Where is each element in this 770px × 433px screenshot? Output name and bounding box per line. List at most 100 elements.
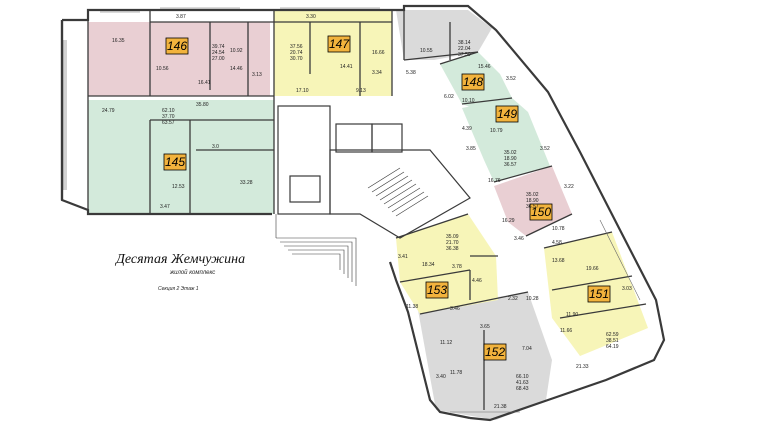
- room-area: 3.46: [514, 236, 524, 242]
- room-area: 10.79: [490, 128, 503, 134]
- svg-text:145: 145: [165, 155, 185, 169]
- room-area: 14.46: [230, 66, 243, 72]
- apt-total: 36.57: [504, 162, 517, 168]
- apt-total: 27.00: [212, 56, 225, 62]
- room-area: 3.65: [480, 324, 490, 330]
- room-area: 3.47: [160, 204, 170, 210]
- apartment-label: 151: [587, 285, 611, 303]
- apt-total: 21.70: [446, 240, 459, 246]
- entrance-steps: [275, 214, 357, 286]
- apt-total: 64.19: [606, 344, 619, 350]
- apartment-label: 148: [461, 73, 485, 91]
- room-area: 3.52: [506, 76, 516, 82]
- plan-title: Десятая Жемчужина: [116, 252, 246, 267]
- apt-150-fill: [494, 166, 572, 236]
- room-area: 16.76: [488, 178, 501, 184]
- room-area: 10.28: [526, 296, 539, 302]
- interior-walls: [87, 10, 647, 410]
- apt-149-fill: [462, 98, 550, 182]
- apartment-label: 152: [483, 343, 507, 361]
- room-area: 19.66: [586, 266, 599, 272]
- room-area: 16.29: [502, 218, 515, 224]
- room-area: 16.66: [372, 50, 385, 56]
- svg-text:146: 146: [167, 39, 187, 53]
- apartment-label: 145: [163, 153, 187, 171]
- room-area: 11.66: [560, 328, 572, 334]
- svg-text:152: 152: [485, 345, 505, 359]
- apartment-label: 153: [425, 281, 449, 299]
- apartment-label: 150: [529, 203, 553, 221]
- room-area: 3.78: [452, 264, 462, 270]
- room-area: 10.55: [420, 48, 433, 54]
- room-area: 13.68: [552, 258, 565, 264]
- svg-text:153: 153: [427, 283, 447, 297]
- svg-text:148: 148: [463, 75, 483, 89]
- room-area: 4.46: [472, 278, 482, 284]
- apt-total: 66.10: [516, 374, 529, 380]
- room-area: 14.41: [340, 64, 353, 70]
- room-area: 3.34: [372, 70, 382, 76]
- apt-total: 30.70: [290, 56, 303, 62]
- room-area: 16.41: [198, 80, 211, 86]
- room-area: 10.78: [552, 226, 565, 232]
- apt-total: 38.51: [606, 338, 619, 344]
- room-area: 21.33: [576, 364, 589, 370]
- apt-153-fill: [396, 214, 498, 314]
- svg-text:149: 149: [497, 107, 517, 121]
- section-floor-label: Секция 2 Этаж 1: [158, 286, 199, 292]
- apt-total: 18.90: [504, 156, 517, 162]
- room-area: 7.04: [522, 346, 532, 352]
- room-area: 2.32: [508, 296, 518, 302]
- svg-text:151: 151: [589, 287, 609, 301]
- room-area: 4.58: [552, 240, 562, 246]
- room-area: 11.78: [450, 370, 462, 376]
- room-area: 17.10: [296, 88, 309, 94]
- room-area: 3.85: [466, 146, 476, 152]
- stair-hall: [329, 149, 471, 239]
- apartment-label: 149: [495, 105, 519, 123]
- apt-total: 37.56: [290, 44, 303, 50]
- stair-treads: [367, 167, 429, 217]
- apt-total: 37.70: [162, 114, 175, 120]
- apartment-totals: 39.74 24.54 27.00 37.56 20.74 30.70 38.1…: [162, 40, 619, 392]
- apt-total: 41.63: [516, 380, 529, 386]
- apt-total: 39.74: [212, 44, 225, 50]
- room-area: 6.02: [444, 94, 454, 100]
- apt-total: 35.09: [446, 234, 459, 240]
- room-area: 35.80: [196, 102, 209, 108]
- room-area: 3.40: [436, 374, 446, 380]
- svg-text:150: 150: [531, 205, 551, 219]
- room-area: 15.46: [478, 64, 491, 70]
- room-area: 3.87: [176, 14, 186, 20]
- apt-total: 36.38: [446, 246, 459, 252]
- room-area: 3.41: [398, 254, 408, 260]
- apt-total: 62.59: [606, 332, 619, 338]
- apt-total: 62.10: [162, 108, 175, 114]
- building-core: [277, 105, 471, 239]
- apt-total: 35.02: [526, 192, 539, 198]
- plan-subtitle: жилой комплекс: [170, 270, 216, 276]
- room-area: 24.79: [102, 108, 115, 114]
- apt-total: 18.90: [526, 198, 539, 204]
- apt-total: 36.57: [526, 204, 539, 210]
- elevator-shaft-left: [335, 123, 373, 153]
- apt-total: 37.50: [458, 52, 471, 58]
- room-area: 12.53: [172, 184, 185, 190]
- elevator-shaft-right: [371, 123, 403, 153]
- room-area: 11.38: [406, 304, 418, 310]
- room-area: 3.30: [306, 14, 316, 20]
- apartment-labels: 146 147 148 149 150 145 151 152 153: [163, 35, 611, 361]
- apt-total: 22.04: [458, 46, 471, 52]
- room-area: 9.13: [356, 88, 366, 94]
- apartment-label: 146: [165, 37, 189, 55]
- room-area: 10.92: [230, 48, 243, 54]
- apt-total: 63.57: [162, 120, 175, 126]
- windows: [63, 7, 641, 413]
- room-area: 3.46: [450, 306, 460, 312]
- room-area: 11.12: [440, 340, 452, 346]
- apt-total: 20.74: [290, 50, 303, 56]
- room-area: 3.03: [622, 286, 632, 292]
- gray-upper-fill: [396, 10, 492, 60]
